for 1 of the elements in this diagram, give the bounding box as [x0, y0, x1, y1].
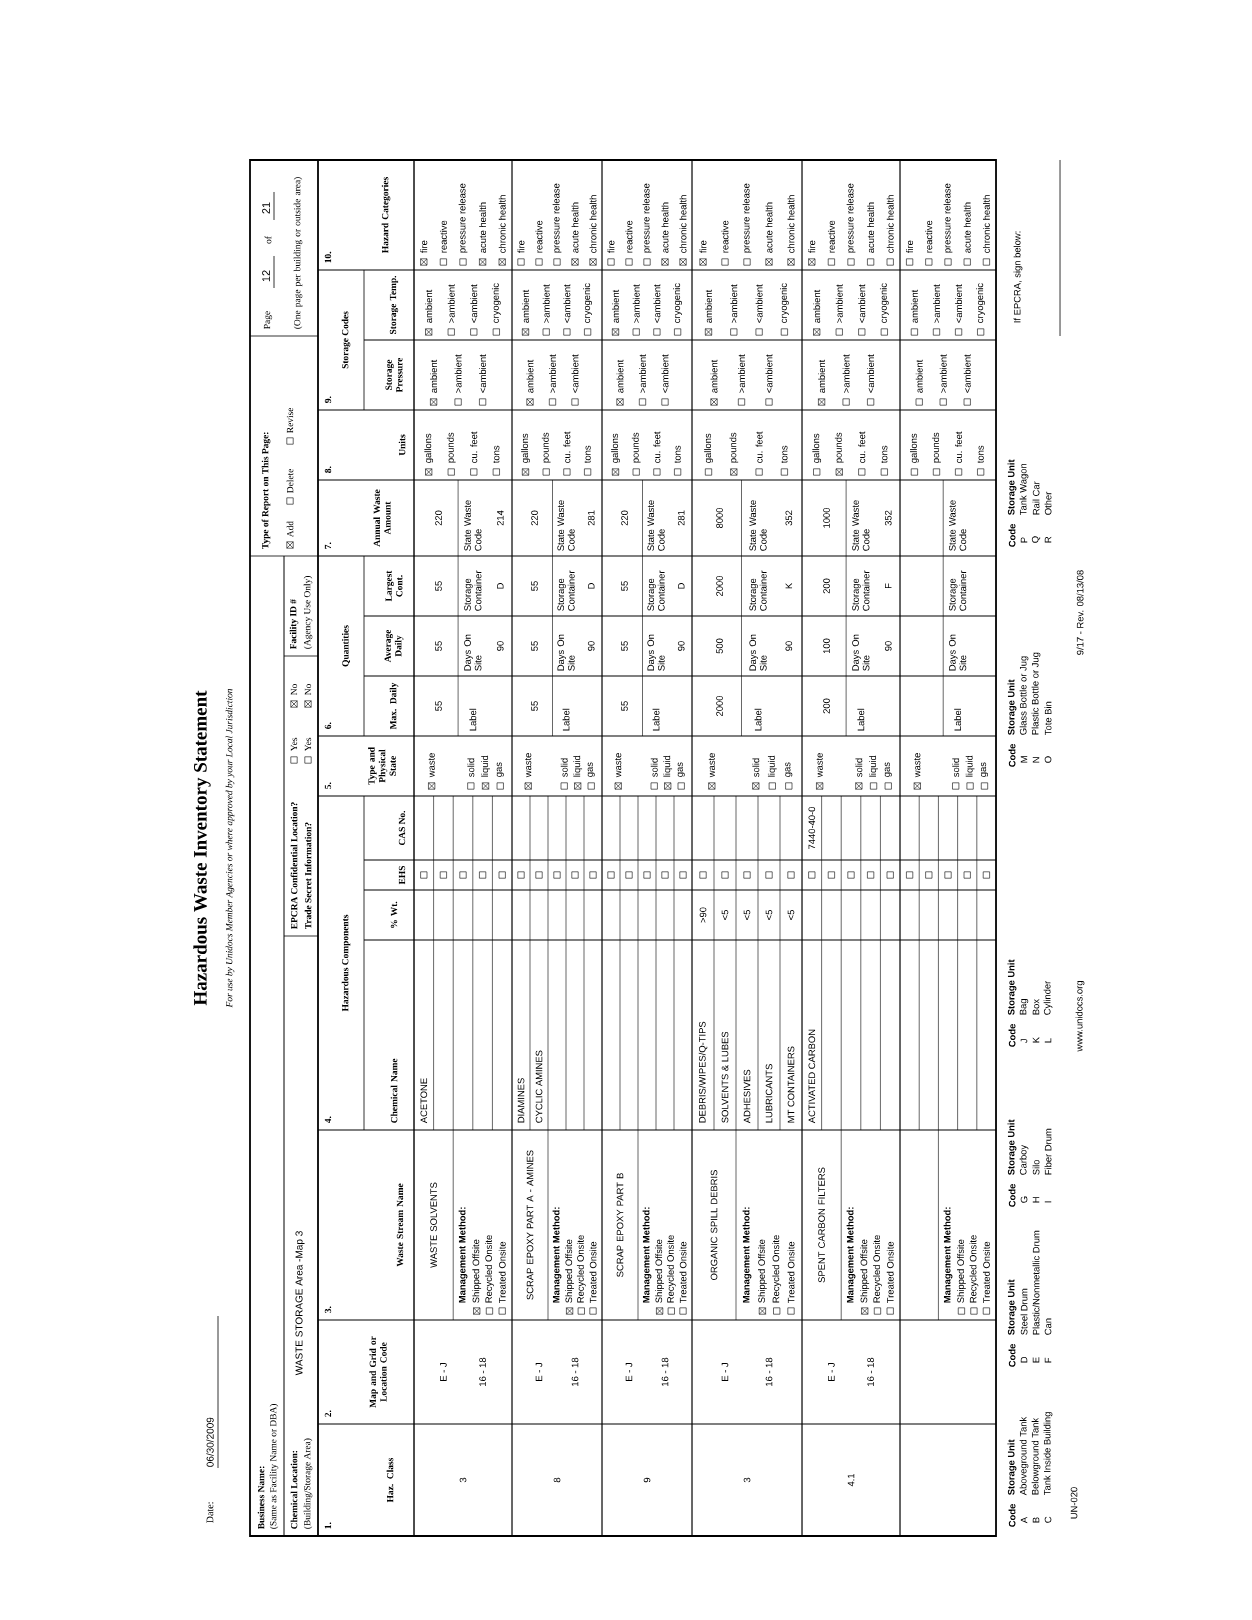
title: Hazardous Waste Inventory Statement [193, 690, 211, 1006]
